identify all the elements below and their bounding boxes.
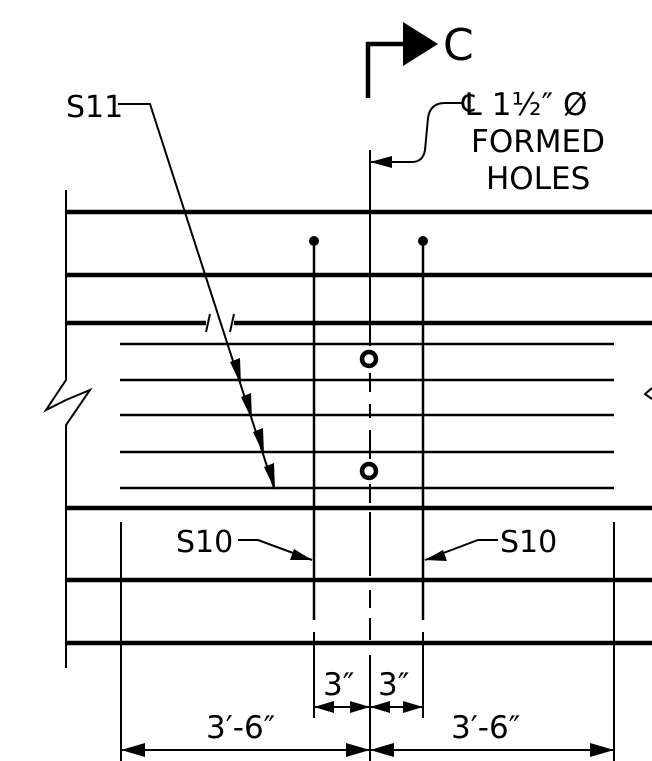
section-letter: C — [443, 20, 474, 71]
holes-leader — [370, 102, 462, 163]
s10-left-arrow-icon — [290, 549, 312, 560]
holes-leader-arrow-icon — [370, 156, 392, 168]
holes-label-line2: FORMED — [471, 124, 605, 160]
formed-hole-upper — [359, 349, 379, 369]
break-line — [43, 190, 93, 668]
s10-bar-right — [418, 236, 428, 620]
formed-hole-lower — [359, 461, 379, 481]
holes-label-line1: ℄ 1½″ Ø — [461, 87, 587, 123]
section-marker: C — [365, 20, 474, 98]
dim-left-small: 3″ — [323, 667, 354, 703]
s11-bars — [120, 342, 614, 490]
s11-leader — [118, 103, 275, 489]
dim-right-large: 3′-6″ — [451, 710, 520, 746]
s10-bar-left — [309, 236, 319, 620]
s10-right-arrow-icon — [425, 550, 447, 561]
holes-label-line3: HOLES — [486, 161, 590, 197]
section-cut-bracket — [365, 41, 405, 98]
break-tick-right — [229, 313, 235, 333]
small-dimension-line — [314, 701, 423, 713]
s10-right-label: S10 — [500, 525, 557, 560]
dim-right-small: 3″ — [378, 667, 409, 703]
dim-left-large: 3′-6″ — [206, 710, 275, 746]
large-dimension-line — [121, 743, 614, 757]
s10-left-label: S10 — [176, 525, 233, 560]
s11-label: S11 — [66, 90, 123, 125]
break-tick-left — [205, 313, 211, 333]
s11-leader-arrows — [230, 358, 275, 490]
dimension-extension-lines — [120, 522, 615, 761]
section-arrow-icon — [403, 22, 438, 66]
right-break-tick — [643, 387, 652, 400]
